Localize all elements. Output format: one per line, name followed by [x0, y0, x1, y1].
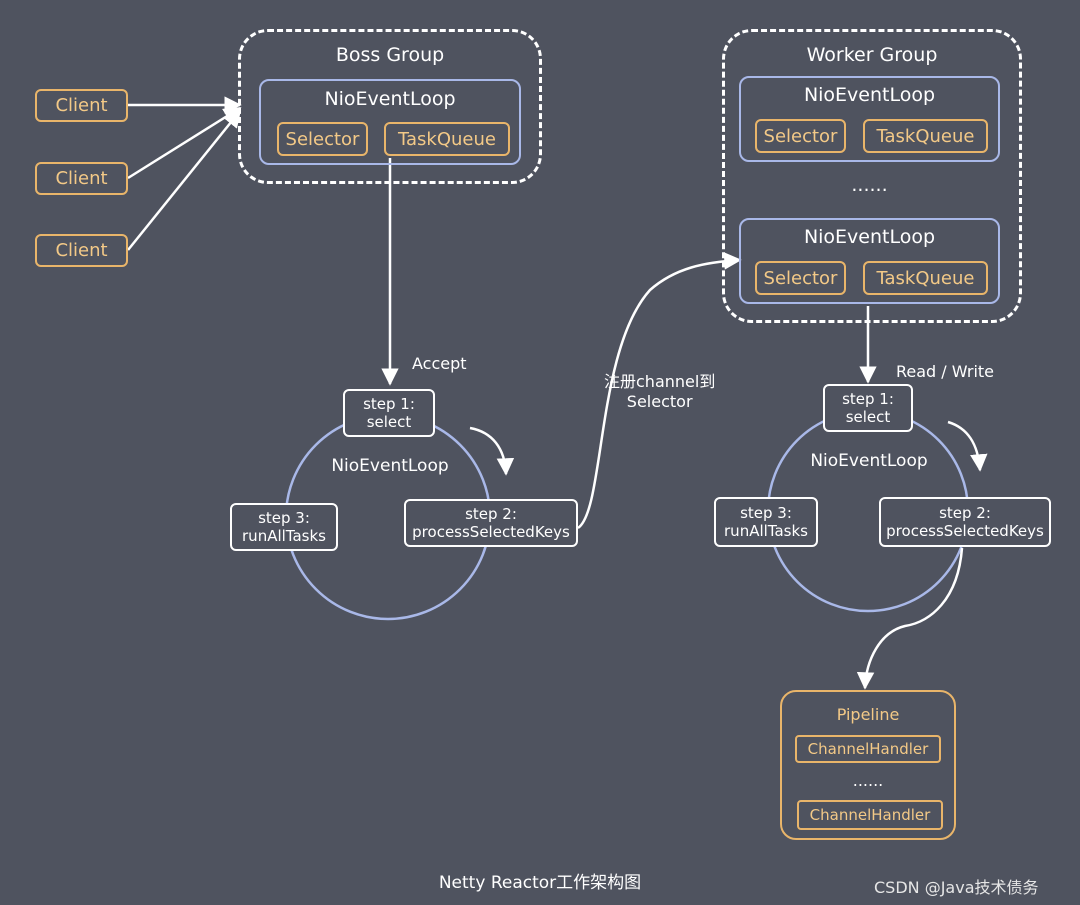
boss-step1-action: select [366, 413, 412, 431]
client-box: Client [35, 162, 128, 195]
read-write-label: Read / Write [896, 362, 995, 381]
worker-step1-number: step 1: [842, 390, 894, 408]
task-queue-chip: TaskQueue [384, 122, 510, 156]
boss-group [238, 29, 542, 184]
pipeline-arrow [856, 547, 964, 690]
register-label: 注册channel到 Selector [604, 372, 715, 412]
selector-chip: Selector [277, 122, 368, 156]
worker-event-loop-bottom [739, 218, 1000, 304]
worker-ellipsis: ...... [851, 174, 888, 196]
boss-step1-number: step 1: [363, 395, 415, 413]
boss-step3-box: step 3: runAllTasks [230, 503, 338, 551]
register-arrow [577, 252, 742, 530]
watermark: CSDN @Java技术债务 [874, 878, 1039, 897]
boss-cycle-title: NioEventLoop [331, 456, 449, 476]
pipeline-title: Pipeline [836, 705, 900, 724]
task-queue-chip: TaskQueue [863, 119, 988, 153]
worker-event-loop-bottom-title: NioEventLoop [803, 226, 936, 248]
worker-step3-box: step 3: runAllTasks [714, 497, 818, 547]
boss-step2-box: step 2: processSelectedKeys [404, 499, 578, 547]
channel-handler-box: ChannelHandler [795, 735, 941, 763]
worker-group [722, 29, 1022, 323]
boss-step2-number: step 2: [465, 505, 517, 523]
worker-group-title: Worker Group [806, 44, 938, 66]
channel-handler-box: ChannelHandler [797, 800, 943, 830]
worker-step1-box: step 1: select [823, 384, 913, 432]
boss-event-loop-title: NioEventLoop [324, 88, 456, 110]
selector-chip: Selector [755, 119, 846, 153]
boss-step2-action: processSelectedKeys [412, 523, 570, 541]
worker-step3-number: step 3: [740, 504, 792, 522]
worker-step2-action: processSelectedKeys [886, 522, 1044, 540]
boss-step3-number: step 3: [258, 509, 310, 527]
task-queue-chip: TaskQueue [863, 261, 988, 295]
worker-event-loop-top [739, 76, 1000, 162]
worker-step2-box: step 2: processSelectedKeys [879, 497, 1051, 547]
worker-event-loop-top-title: NioEventLoop [803, 84, 936, 106]
worker-cycle-title: NioEventLoop [810, 451, 928, 471]
boss-step1-box: step 1: select [343, 389, 435, 437]
register-label-line-1: 注册channel到 [604, 372, 716, 391]
pipeline-box [780, 690, 956, 840]
selector-chip: Selector [755, 261, 846, 295]
client-box: Client [35, 234, 128, 267]
worker-cycle-arrow [947, 420, 988, 472]
worker-step1-action: select [845, 408, 891, 426]
accept-label: Accept [412, 354, 467, 373]
register-label-line-2: Selector [626, 392, 693, 411]
boss-group-title: Boss Group [335, 44, 445, 66]
worker-step2-number: step 2: [939, 504, 991, 522]
client-arrow-2 [127, 106, 242, 180]
client-arrow-3 [127, 109, 242, 251]
diagram-caption: Netty Reactor工作架构图 [438, 873, 642, 893]
client-box: Client [35, 89, 128, 122]
boss-event-loop [259, 79, 521, 165]
boss-step3-action: runAllTasks [242, 527, 326, 545]
worker-step3-action: runAllTasks [724, 522, 808, 540]
boss-cycle-arrow [469, 426, 515, 476]
pipeline-ellipsis: ...... [852, 771, 884, 790]
